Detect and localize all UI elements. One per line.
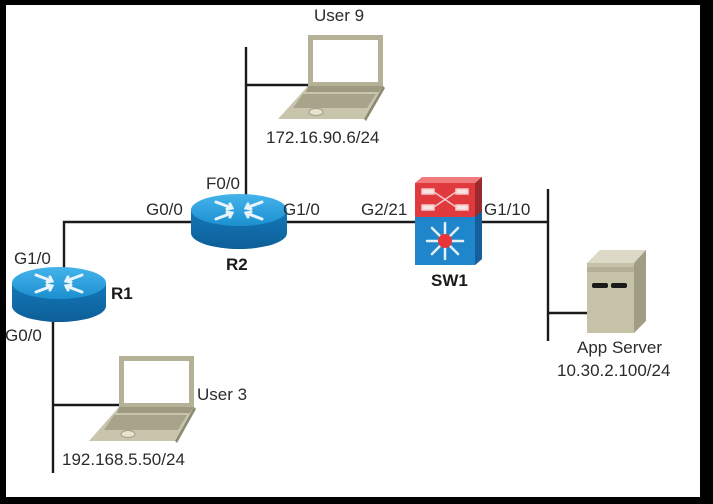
network-diagram: User 9 172.16.90.6/24 F0/0 G0/0 G1/0 R2 … [5, 5, 700, 497]
r2-g0-0-label: G0/0 [146, 200, 183, 219]
laptop-user3[interactable] [89, 356, 196, 443]
r1-g0-0-label: G0/0 [5, 326, 42, 345]
r2-f0-0-label: F0/0 [206, 174, 240, 193]
router-r2[interactable] [191, 194, 287, 249]
sw1-g2-21-label: G2/21 [361, 200, 407, 219]
r2-g1-0-label: G1/0 [283, 200, 320, 219]
user3-name: User 3 [197, 385, 247, 404]
router-arrows-icon [214, 200, 264, 221]
labels: User 9 172.16.90.6/24 F0/0 G0/0 G1/0 R2 … [5, 6, 670, 469]
user9-name: User 9 [314, 6, 364, 25]
link-r1-r2 [62, 220, 194, 273]
user9-ip: 172.16.90.6/24 [266, 128, 379, 147]
sw1-name: SW1 [431, 271, 468, 290]
user3-ip: 192.168.5.50/24 [62, 450, 185, 469]
app-server[interactable] [587, 250, 646, 333]
r2-name: R2 [226, 255, 248, 274]
app-server-ip: 10.30.2.100/24 [557, 361, 670, 380]
links [51, 47, 588, 473]
router-arrows-icon [34, 273, 84, 294]
switch-top-icon [421, 188, 469, 211]
sw1-g1-10-label: G1/10 [484, 200, 530, 219]
laptop-user9[interactable] [278, 35, 385, 121]
switch-sw1[interactable] [415, 177, 482, 265]
r1-name: R1 [111, 284, 133, 303]
app-server-name: App Server [577, 338, 662, 357]
router-r1[interactable] [12, 267, 106, 322]
r1-g1-0-label: G1/0 [14, 249, 51, 268]
